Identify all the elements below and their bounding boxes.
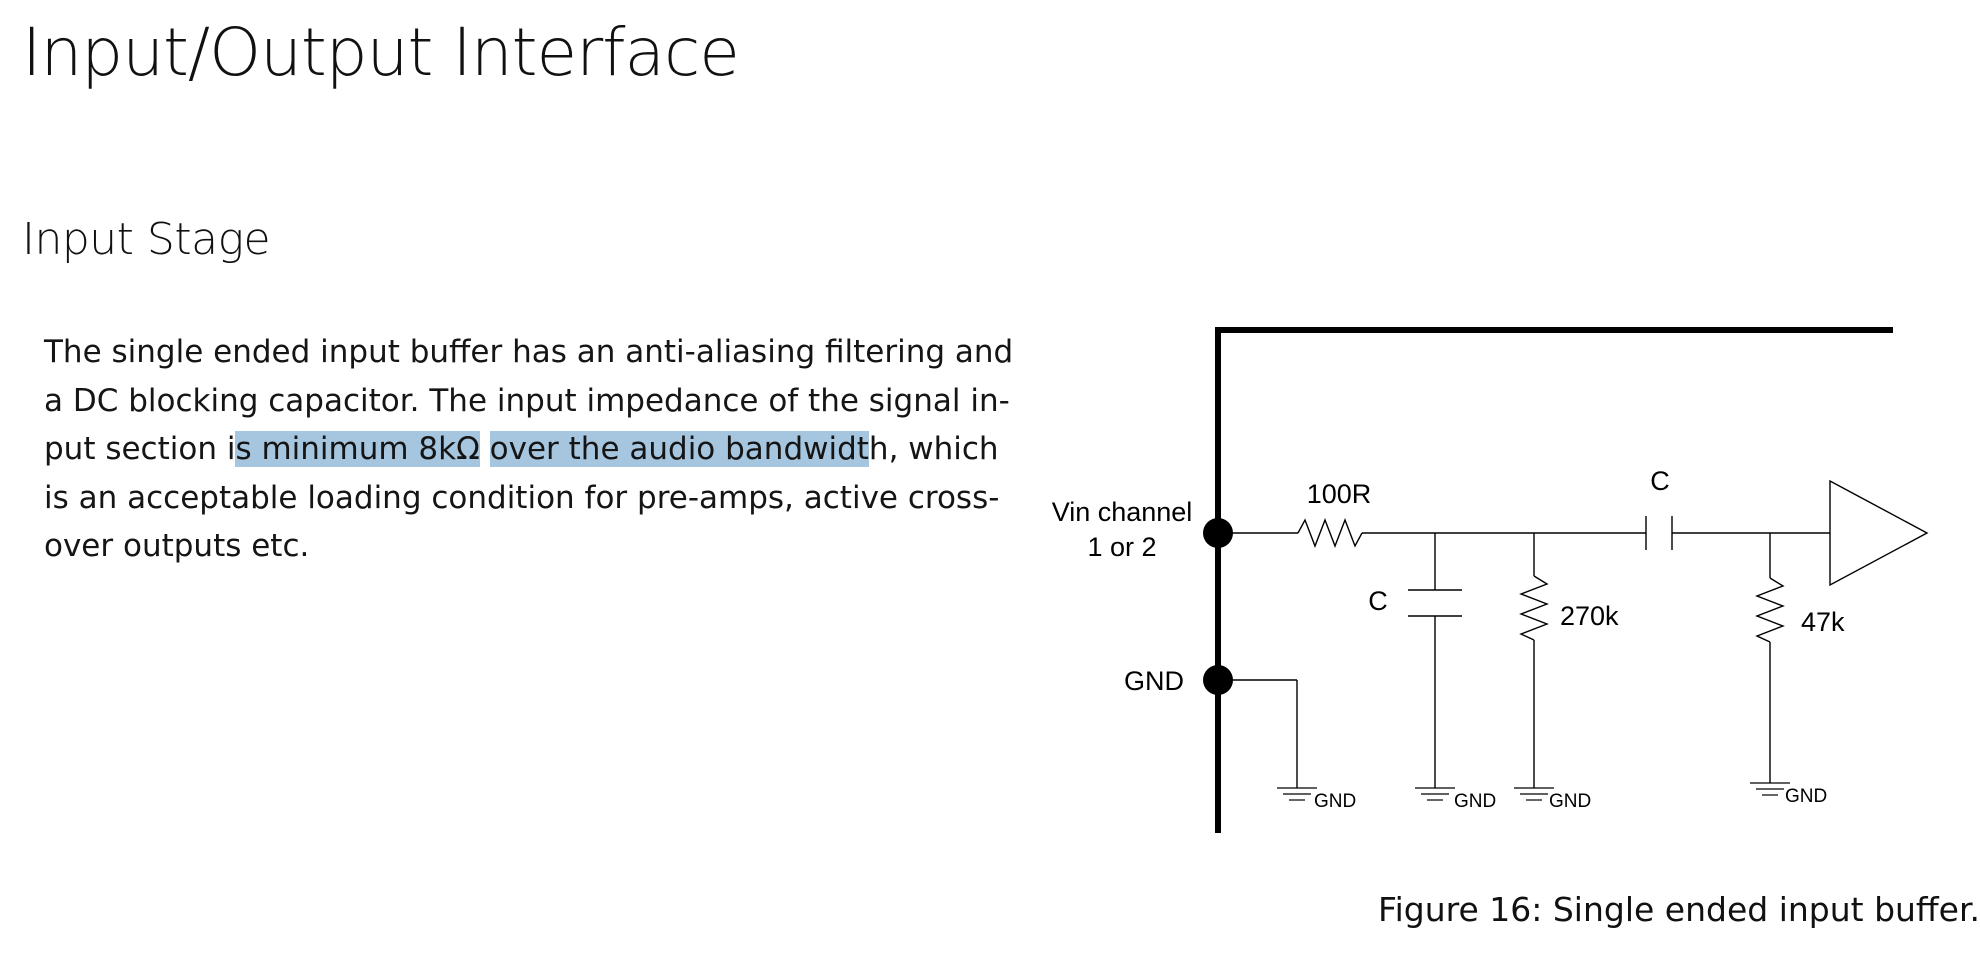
ground-label: GND bbox=[1454, 791, 1496, 812]
resistor-47k-label: 47k bbox=[1801, 607, 1845, 637]
paragraph-line-5: over outputs etc. bbox=[44, 528, 310, 564]
ground-symbol bbox=[1514, 787, 1554, 801]
resistor-100r-label: 100R bbox=[1307, 479, 1372, 509]
buffer-amplifier bbox=[1829, 479, 1929, 587]
shunt-cap-label: C bbox=[1368, 586, 1388, 616]
body-paragraph: The single ended input buffer has an ant… bbox=[44, 328, 1024, 571]
ground-symbol bbox=[1750, 782, 1790, 796]
ground-symbol bbox=[1277, 787, 1317, 801]
section-heading: Input Stage bbox=[22, 214, 271, 265]
resistor-100r bbox=[1297, 518, 1363, 548]
paragraph-text: h, which bbox=[868, 431, 999, 467]
paragraph-line-3: put section is minimum 8kΩ over the audi… bbox=[44, 425, 1024, 474]
figure-caption: Figure 16: Single ended input buffer. bbox=[1378, 890, 1980, 929]
paragraph-text-gap bbox=[480, 431, 490, 467]
gnd-label: GND bbox=[1124, 666, 1184, 696]
vin-label-channel: 1 or 2 bbox=[1087, 532, 1156, 562]
ground-label: GND bbox=[1785, 786, 1827, 807]
ground-symbol bbox=[1415, 787, 1455, 801]
resistor-47k bbox=[1755, 577, 1785, 643]
series-cap-label: C bbox=[1650, 466, 1670, 496]
ground-label: GND bbox=[1314, 791, 1356, 812]
text-selection-highlight[interactable]: s minimum 8kΩ bbox=[235, 431, 480, 467]
text-selection-highlight[interactable]: over the audio bandwidt bbox=[489, 431, 869, 467]
vin-label: Vin channel bbox=[1052, 497, 1193, 527]
paragraph-text: put section i bbox=[44, 431, 236, 467]
paragraph-line-2: a DC blocking capacitor. The input imped… bbox=[44, 382, 1010, 419]
circuit-diagram: Vin channel 1 or 2 GND 100R C 270k C 47k… bbox=[1052, 327, 1929, 833]
paragraph-line-4: is an acceptable loading condition for p… bbox=[44, 479, 1000, 516]
page-heading: Input/Output Interface bbox=[22, 14, 740, 91]
resistor-270k-label: 270k bbox=[1560, 601, 1619, 631]
paragraph-line-1: The single ended input buffer has an ant… bbox=[44, 334, 1014, 370]
ground-label: GND bbox=[1549, 791, 1591, 812]
resistor-270k bbox=[1519, 575, 1549, 641]
